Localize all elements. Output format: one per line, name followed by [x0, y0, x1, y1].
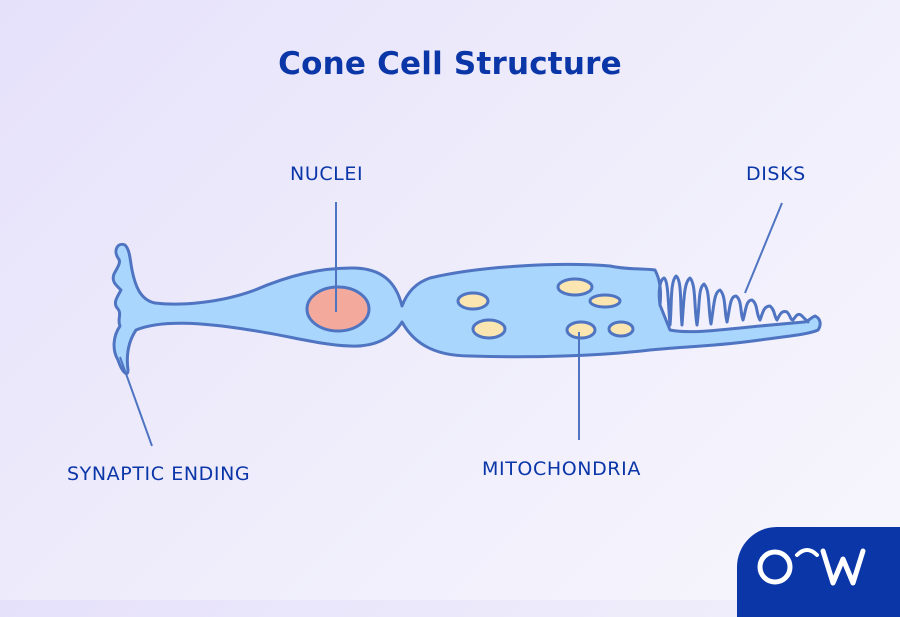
label-synaptic-ending: SYNAPTIC ENDING: [67, 463, 251, 485]
mitochondrion: [471, 318, 507, 340]
mitochondrion: [556, 277, 594, 297]
cone-cell-diagram: [111, 202, 822, 447]
mitochondrion: [565, 320, 597, 340]
nucleus: [305, 285, 371, 333]
label-mitochondria: MITOCHONDRIA: [482, 458, 641, 480]
disks: [657, 274, 810, 327]
mitochondrion: [456, 291, 490, 311]
synaptic-ending-leader-line: [119, 356, 153, 447]
brand-logo: [737, 527, 900, 617]
mitochondrion: [607, 320, 635, 338]
mitochondrion: [588, 293, 622, 309]
label-nuclei: NUCLEI: [290, 163, 364, 185]
disks-leader-line: [744, 202, 783, 294]
page-title: Cone Cell Structure: [278, 46, 622, 82]
label-disks: DISKS: [746, 163, 806, 185]
brand-logo-icon: [757, 548, 866, 586]
